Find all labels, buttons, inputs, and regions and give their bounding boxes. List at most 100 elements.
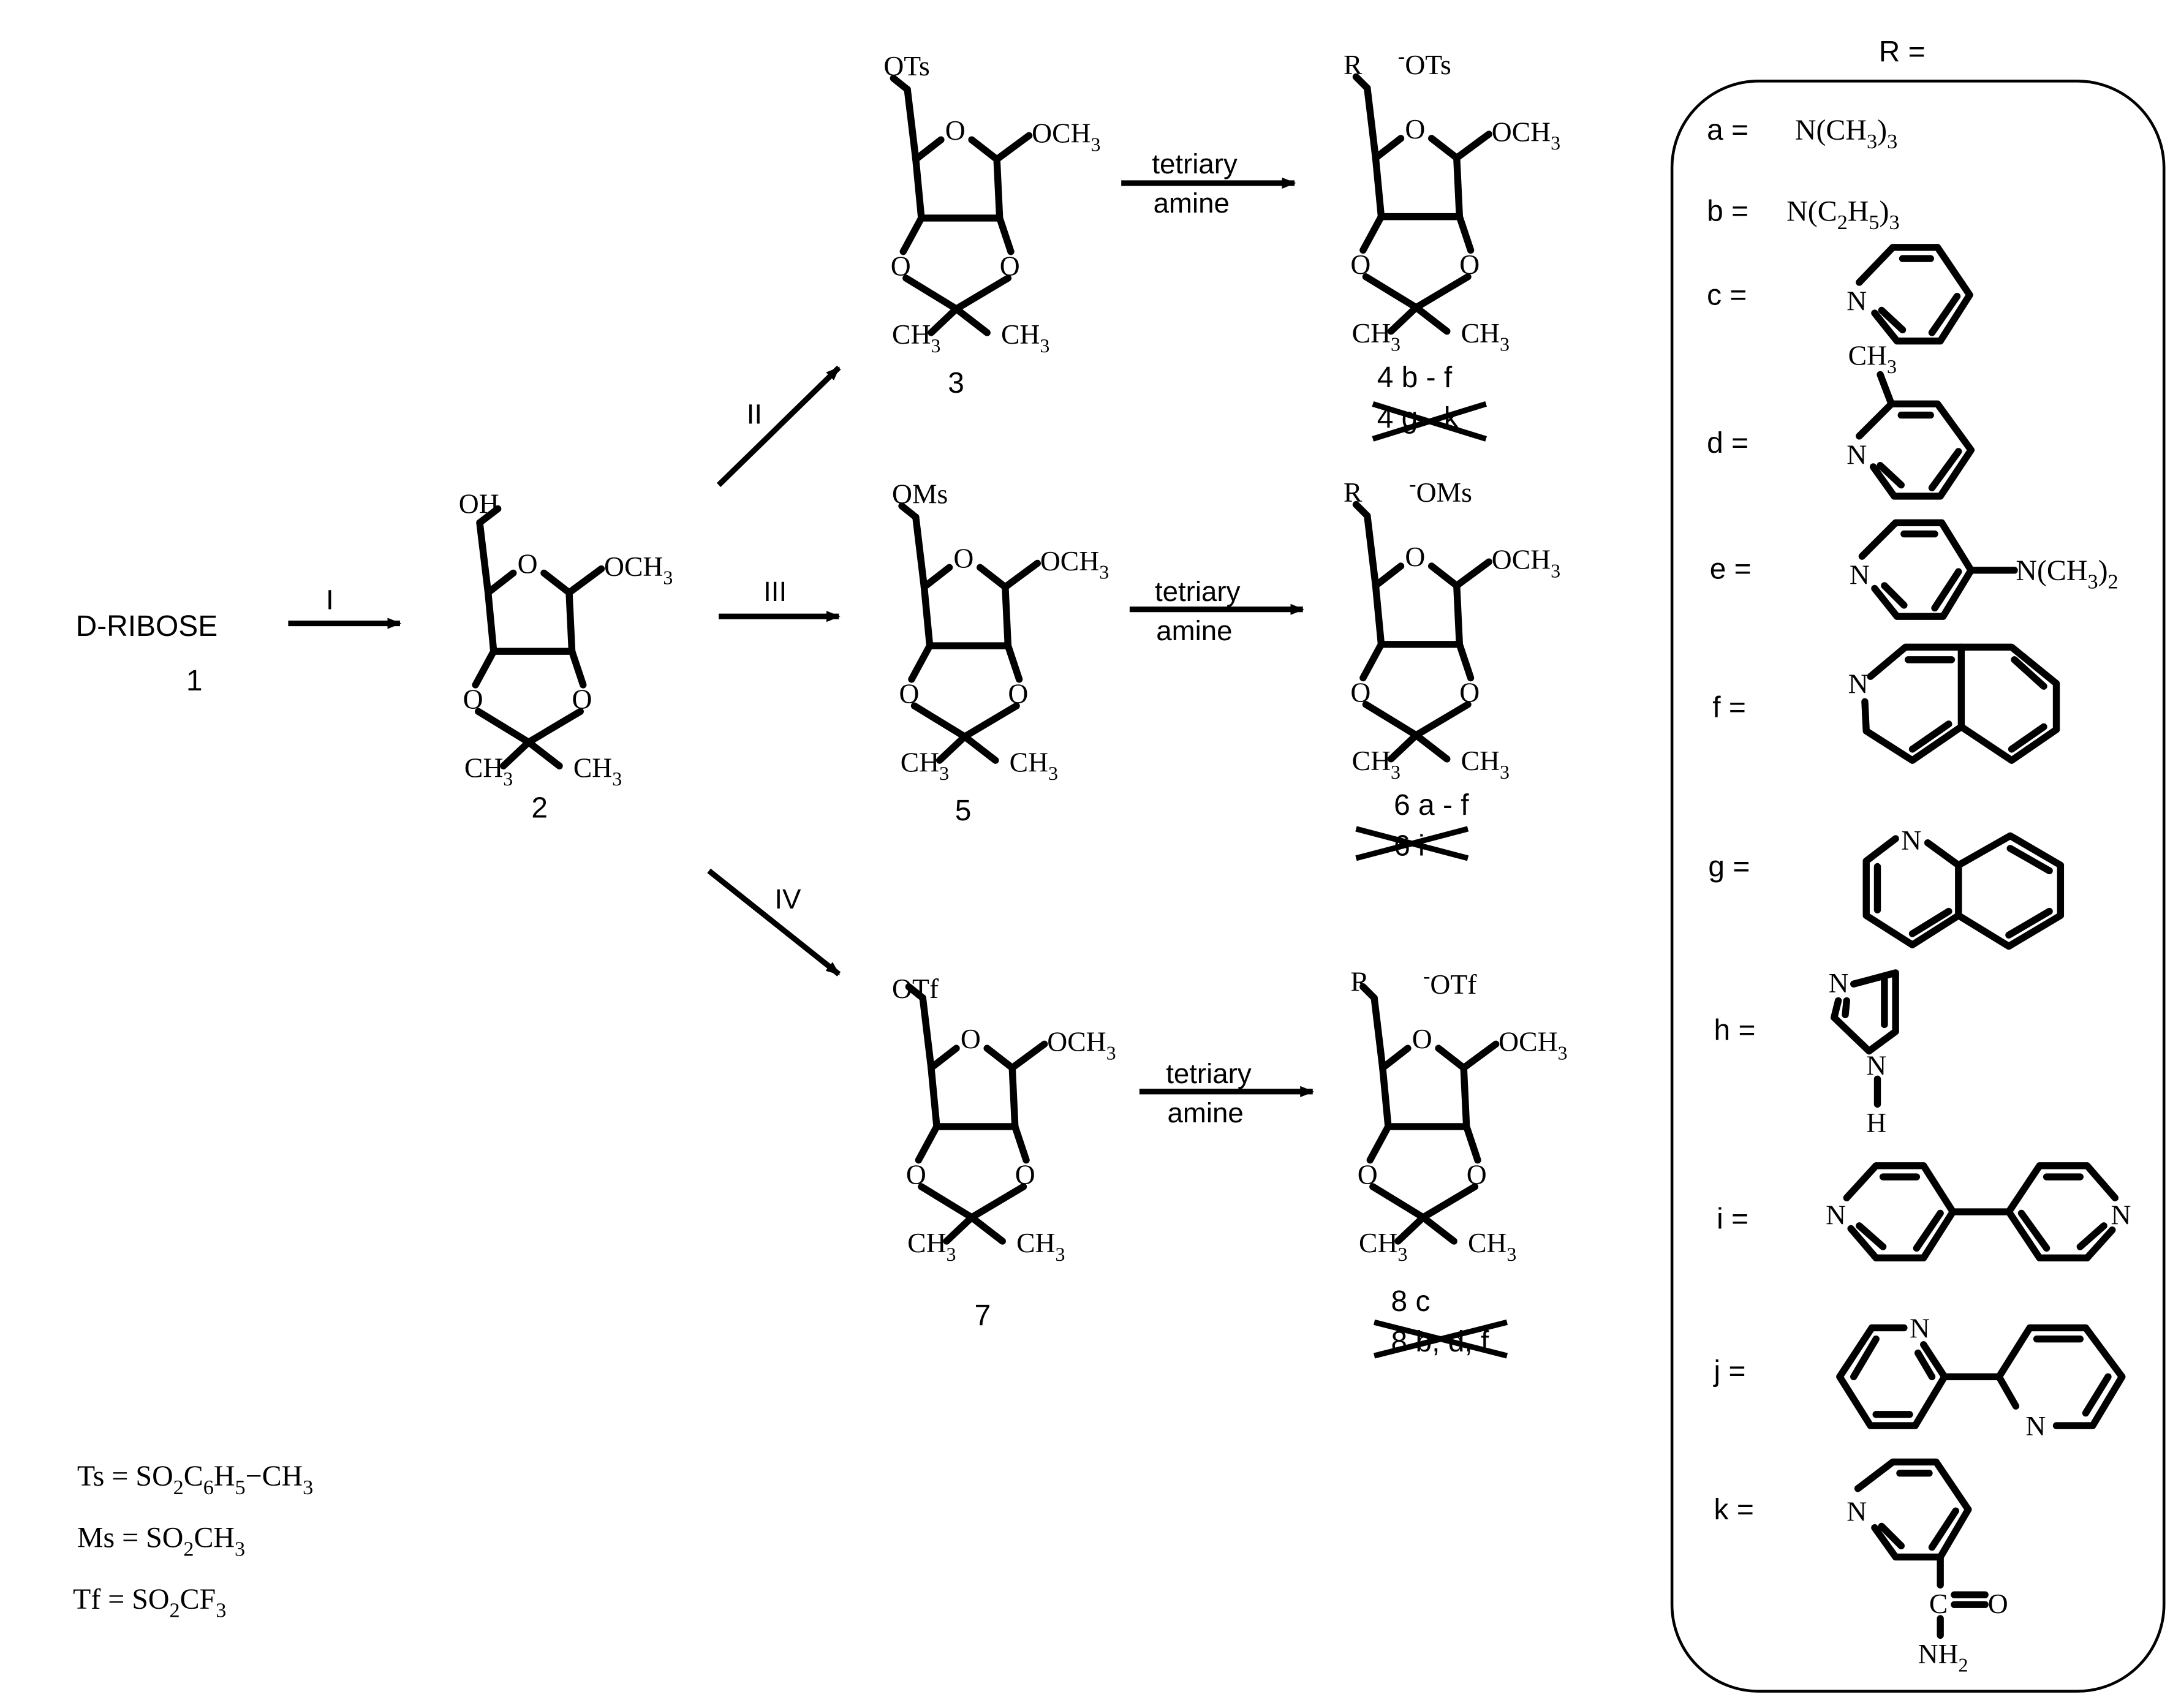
- product-8: R -OTf O OCH3 O O CH3 CH3: [1350, 965, 1567, 1265]
- methyl-right: CH3: [1461, 317, 1510, 355]
- letter-k: k =: [1714, 1494, 1754, 1526]
- compound-2: OH O OCH3 O O CH3 CH3: [459, 488, 673, 790]
- product-6-range: 6 a - f: [1394, 789, 1469, 822]
- mesylate-anion: -OMs: [1409, 473, 1472, 508]
- compound-5: OMs O OCH3 O O CH3 CH3: [892, 478, 1109, 784]
- triflyl-definition: Tf = SO2CF3: [73, 1583, 226, 1622]
- methyl-right: CH3: [1461, 745, 1510, 783]
- letter-e: e =: [1710, 553, 1752, 586]
- hydrogen-atom: H: [1866, 1107, 1886, 1138]
- letter-h: h =: [1714, 1014, 1756, 1046]
- mesyl-definition: Ms = SO2CH3: [77, 1522, 245, 1561]
- methyl-left: CH3: [892, 319, 940, 357]
- letter-f: f =: [1712, 691, 1746, 724]
- nitrogen-atom: N: [2025, 1410, 2046, 1442]
- acetonide-oxygen-left: O: [1350, 676, 1370, 708]
- methyl-left: CH3: [1352, 745, 1400, 783]
- nitrogen-atom: N: [1846, 285, 1867, 316]
- acetonide-oxygen-right: O: [1008, 678, 1028, 709]
- cross-out-line: [1374, 1319, 1508, 1359]
- ring-oxygen: O: [518, 548, 538, 579]
- nitrogen-atom: N: [1846, 439, 1867, 470]
- acetonide-oxygen-right: O: [1467, 1158, 1487, 1190]
- amine-label-line2: amine: [1156, 615, 1232, 646]
- compound-5-number: 5: [955, 795, 972, 827]
- legend-title: R =: [1879, 36, 1926, 68]
- compound-1-number: 1: [186, 665, 203, 697]
- cross-out-line: [1372, 401, 1487, 442]
- r-e-dmap: N N(CH3)2: [1850, 519, 2119, 620]
- product-8-success: 8 c: [1391, 1285, 1431, 1318]
- triflate-group: OTf: [892, 973, 939, 1004]
- methoxy-label: OCH3: [1032, 118, 1100, 156]
- r-group-label: R: [1350, 966, 1369, 997]
- r-c-pyridine: N: [1846, 244, 1973, 345]
- ring-oxygen: O: [1412, 1023, 1432, 1054]
- ring-oxygen: O: [961, 1023, 981, 1054]
- carbonyl-oxygen: O: [1988, 1588, 2008, 1619]
- nitrogen-atom: N: [1866, 1049, 1886, 1081]
- methyl-right: CH3: [1016, 1227, 1065, 1265]
- r-b-triethylamine: N(C2H5)3: [1786, 195, 1899, 234]
- nitrogen-atom: N: [2111, 1200, 2131, 1231]
- ring-oxygen: O: [953, 542, 973, 573]
- amine-label-line1: tetriary: [1166, 1058, 1252, 1089]
- product-4-range: 4 b - f: [1377, 361, 1453, 394]
- nitrogen-atom: N: [1829, 967, 1849, 999]
- step-1-label: I: [326, 584, 334, 616]
- r-d-picoline: CH3 N: [1846, 339, 1975, 500]
- methyl-left: CH3: [901, 746, 949, 784]
- methyl-right: CH3: [1010, 746, 1058, 784]
- acetonide-oxygen-right: O: [572, 684, 592, 715]
- cross-out-line: [1355, 826, 1469, 861]
- tosyl-definition: Ts = SO2C6H5−CH3: [77, 1460, 313, 1499]
- nitrogen-atom: N: [1846, 1495, 1867, 1527]
- letter-c: c =: [1707, 279, 1747, 311]
- methyl-right: CH3: [1468, 1227, 1516, 1265]
- step-4-label: IV: [774, 883, 801, 915]
- acetonide-oxygen-left: O: [906, 1158, 926, 1190]
- amine-label-line2: amine: [1167, 1097, 1243, 1128]
- compound-7-number: 7: [975, 1299, 991, 1332]
- methyl-substituent: CH3: [1848, 339, 1897, 377]
- acetonide-oxygen-right: O: [1459, 249, 1480, 280]
- arrow-step-4: [707, 868, 841, 977]
- tosylate-group: OTs: [883, 50, 929, 81]
- acetonide-oxygen-right: O: [1000, 250, 1020, 281]
- letter-i: i =: [1717, 1203, 1748, 1235]
- acetonide-oxygen-left: O: [463, 684, 483, 715]
- methoxy-label: OCH3: [604, 551, 673, 589]
- legend-box: [1670, 80, 2166, 1693]
- r-i-bipyridine: N N: [1826, 1162, 2131, 1262]
- r-h-imidazole: N N H: [1829, 967, 1899, 1138]
- ring-oxygen: O: [1405, 541, 1425, 572]
- methoxy-label: OCH3: [1492, 544, 1560, 582]
- triflate-anion: -OTf: [1423, 965, 1477, 1000]
- letter-g: g =: [1708, 851, 1750, 883]
- compound-3-number: 3: [948, 367, 964, 399]
- mesylate-group: OMs: [892, 478, 948, 509]
- amine-label-line2: amine: [1154, 187, 1230, 219]
- nitrogen-atom: N: [1850, 559, 1870, 591]
- acetonide-oxygen-left: O: [1350, 249, 1370, 280]
- acetonide-oxygen-right: O: [1015, 1158, 1035, 1190]
- r-group-label: R: [1344, 49, 1363, 80]
- amine-label-line1: tetriary: [1152, 148, 1238, 179]
- hydroxyl-label: OH: [459, 488, 499, 519]
- r-a-trimethylamine: N(CH3)3: [1795, 114, 1897, 153]
- step-2-label: II: [747, 398, 762, 429]
- r-group-label: R: [1344, 477, 1363, 508]
- d-ribose-label: D-RIBOSE: [76, 610, 218, 643]
- dimethylamino-group: N(CH3)2: [2016, 554, 2118, 594]
- ring-oxygen: O: [945, 115, 966, 146]
- methoxy-label: OCH3: [1047, 1026, 1116, 1064]
- methyl-left: CH3: [464, 752, 513, 790]
- legend-letters: a = b = c = d = e = f = g = h = i = j = …: [1707, 114, 1755, 1526]
- methyl-left: CH3: [907, 1227, 956, 1265]
- acetonide-oxygen-left: O: [1358, 1158, 1378, 1190]
- acetonide-oxygen-left: O: [899, 678, 919, 709]
- nitrogen-atom: N: [1910, 1312, 1930, 1343]
- nitrogen-atom: N: [1901, 825, 1921, 856]
- r-k-nicotinamide: N C O NH2: [1846, 1458, 2008, 1676]
